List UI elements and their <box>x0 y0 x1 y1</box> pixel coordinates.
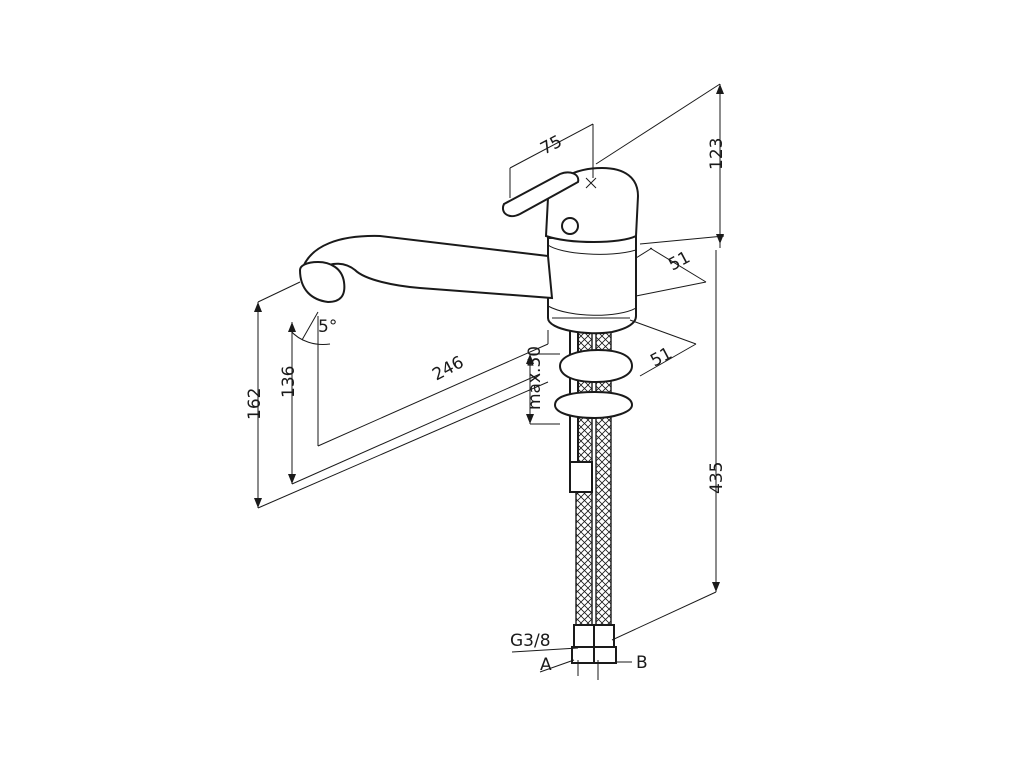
dim-max-counter-thickness: max.50 <box>525 346 545 410</box>
handle-screw <box>561 217 579 235</box>
callout-thread: G3/8 <box>510 631 551 651</box>
dimension-lines <box>254 83 725 680</box>
fitting-a <box>573 624 595 648</box>
cross-mark-icon <box>585 177 597 189</box>
base-cylinder <box>547 234 637 335</box>
dimension-labels: 75 123 51 51 246 5° 162 136 max.50 435 G… <box>245 132 727 675</box>
dim-handle-width: 75 <box>537 132 565 160</box>
spout <box>300 234 554 300</box>
dim-base-depth-top: 51 <box>665 248 693 276</box>
dim-hose-length: 435 <box>707 462 727 494</box>
dim-base-depth-bottom: 51 <box>647 344 675 372</box>
fitting-b-nut <box>593 646 617 664</box>
dim-spout-height: 136 <box>279 366 299 398</box>
faucet-outline <box>298 166 640 664</box>
dim-overall-height: 162 <box>245 388 265 420</box>
callout-inlet-b: B <box>636 653 648 673</box>
hose-nut <box>569 461 593 493</box>
spout-aerator <box>298 260 346 304</box>
upper-washer <box>558 348 634 384</box>
dim-spout-tilt: 5° <box>318 317 337 337</box>
lever-arm <box>502 171 580 218</box>
lower-washer <box>553 390 634 420</box>
callout-inlet-a: A <box>540 655 552 675</box>
fitting-b <box>593 624 615 648</box>
dim-lever-height: 123 <box>707 138 727 170</box>
dim-spout-reach: 246 <box>429 352 467 385</box>
fitting-a-nut <box>571 646 595 664</box>
